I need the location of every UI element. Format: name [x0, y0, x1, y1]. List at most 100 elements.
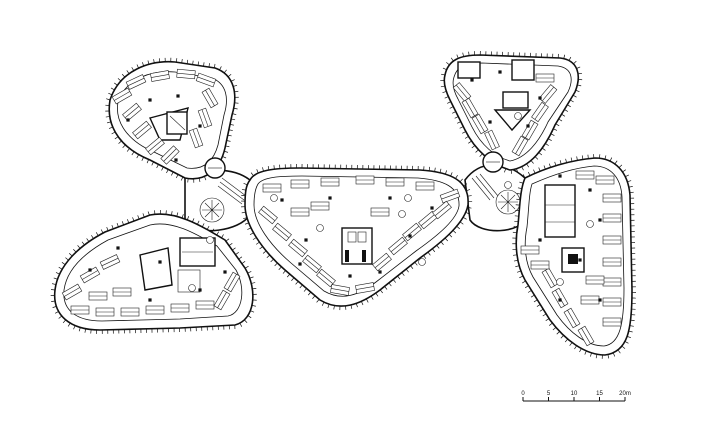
facade-fin: [219, 66, 222, 71]
facade-fin: [576, 66, 581, 69]
northeast-core: [457, 59, 535, 132]
column: [198, 124, 202, 128]
column: [598, 218, 602, 222]
facade-fin: [448, 234, 453, 238]
facade-fin: [618, 164, 623, 168]
facade-fin: [467, 206, 472, 209]
facade-fins: [50, 50, 636, 359]
facade-fin: [522, 280, 526, 284]
facade-fin: [278, 266, 282, 271]
facade-fin: [132, 217, 135, 222]
facade-fin: [121, 73, 126, 78]
facade-fin: [176, 212, 179, 217]
desk-divider: [274, 225, 290, 239]
facade-fin: [86, 238, 90, 242]
facade-fin: [577, 72, 583, 75]
facade-fin: [67, 322, 71, 327]
desk-divider: [197, 76, 215, 84]
facade-fin: [444, 237, 449, 242]
facade-fin: [116, 223, 119, 228]
facade-fin: [114, 136, 119, 140]
facade-fin: [609, 157, 613, 162]
facade-fin: [266, 254, 271, 258]
facade-fin: [471, 145, 476, 149]
facade-fin: [628, 330, 633, 333]
facade-fin: [479, 153, 483, 157]
facade-fin: [569, 342, 573, 346]
facade-fin: [206, 225, 210, 230]
round-table: [504, 181, 512, 189]
facade-fin: [241, 261, 246, 264]
stair-west: [204, 157, 247, 205]
desk-divider: [114, 91, 130, 101]
facade-fin: [192, 218, 195, 223]
facade-fin: [577, 84, 582, 87]
southwest-core: [139, 237, 216, 293]
facade-fin: [450, 172, 453, 177]
facade-fin: [244, 319, 248, 324]
facade-fin: [224, 150, 229, 153]
facade-fin: [186, 59, 189, 64]
facade-fin: [111, 225, 114, 229]
facade-fin: [228, 243, 233, 246]
planter-west: [199, 197, 225, 223]
facade-fin: [533, 299, 538, 303]
facade-fin: [291, 277, 295, 281]
facade-fin: [444, 96, 449, 99]
desk-divider: [525, 122, 535, 138]
facade-fin: [197, 61, 199, 66]
facade-fin: [560, 335, 564, 339]
round-table: [188, 284, 196, 292]
facade-fin: [561, 113, 566, 117]
stair-east: [471, 151, 504, 201]
facade-fin: [604, 155, 607, 160]
desk-divider: [227, 274, 237, 290]
facade-fin: [475, 149, 479, 153]
facade-fin: [436, 245, 440, 249]
facade-fin: [440, 241, 444, 246]
facade-fin: [108, 126, 113, 129]
facade-fin: [223, 69, 227, 74]
desk-divider: [475, 116, 485, 132]
facade-fin: [256, 169, 259, 174]
facade-fin: [246, 177, 251, 181]
facade-fin: [565, 158, 567, 163]
facade-fin: [221, 234, 224, 239]
facade-fin: [151, 161, 154, 166]
facade-fin: [146, 159, 149, 164]
facade-fin: [225, 238, 230, 242]
column: [348, 274, 352, 278]
facade-fin: [575, 89, 580, 92]
desk-divider: [567, 310, 577, 326]
facade-fin: [450, 57, 454, 62]
facade-fin: [392, 279, 396, 283]
facade-fin: [627, 336, 632, 339]
facade-fin: [303, 288, 307, 292]
desk-divider: [555, 290, 565, 306]
facade-fin: [84, 328, 87, 333]
facade-fin: [333, 305, 335, 310]
round-table: [418, 258, 426, 266]
facade-fin: [251, 282, 256, 284]
facade-fin: [522, 174, 526, 179]
column: [408, 234, 412, 238]
facade-fin: [624, 341, 629, 344]
facade-fin: [521, 166, 524, 171]
column: [538, 238, 542, 242]
structural-columns: [88, 70, 602, 302]
facade-fin: [519, 181, 524, 184]
facade-fin: [581, 155, 584, 160]
facade-fin: [100, 229, 104, 234]
facade-fin: [136, 64, 139, 69]
facade-fin: [51, 300, 56, 302]
facade-fin: [527, 290, 532, 293]
facade-fin: [614, 160, 618, 165]
facade-fin: [355, 303, 358, 308]
facade-fin: [548, 163, 551, 168]
facade-fin: [233, 107, 238, 110]
column: [430, 206, 434, 210]
facade-fin: [231, 118, 236, 121]
facade-fin: [439, 168, 442, 173]
facade-fin: [607, 354, 610, 359]
facade-fin: [625, 174, 630, 178]
